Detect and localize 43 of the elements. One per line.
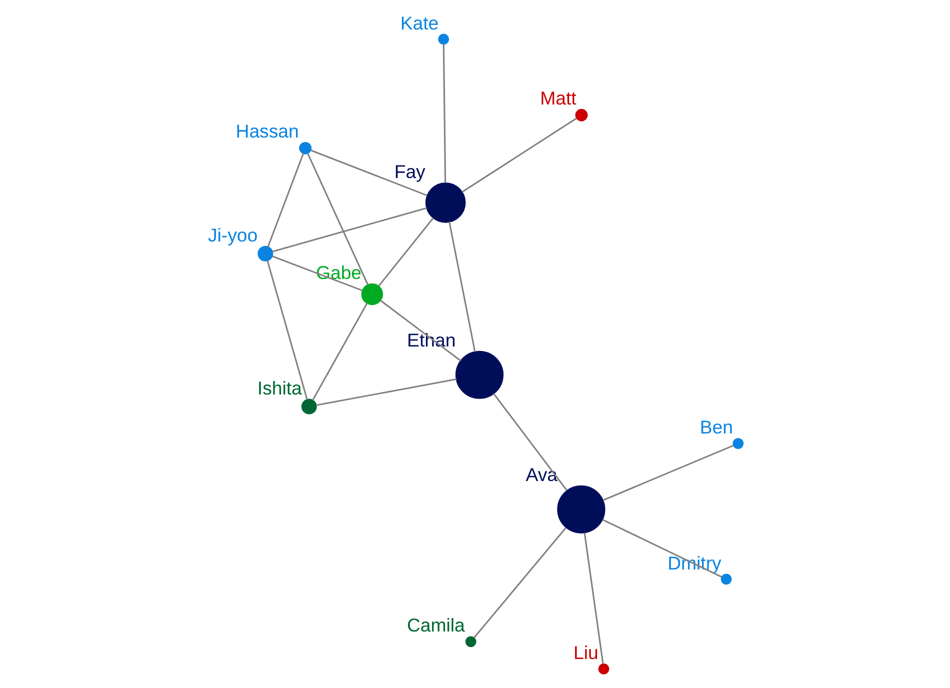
node-circle [465, 636, 476, 648]
connector [316, 378, 457, 406]
connector [602, 519, 722, 578]
node-circle [732, 438, 744, 449]
connector [266, 260, 308, 400]
node-label: Ava [526, 464, 558, 485]
node-label: Ji-yoo [208, 224, 258, 246]
node-label: Camila [406, 614, 465, 636]
node-label: Ben [700, 416, 733, 438]
node-circle [455, 350, 504, 399]
connector [310, 150, 428, 196]
connector [493, 393, 568, 491]
node-circle [557, 485, 606, 534]
node-circle [438, 34, 449, 45]
connector [473, 527, 566, 638]
node-label: Kate [400, 12, 439, 34]
node-label: Gabe [316, 262, 362, 283]
connector [380, 300, 462, 362]
node-label: Matt [540, 87, 576, 108]
node-circle [361, 283, 383, 306]
node-label: Ishita [257, 377, 302, 398]
node-circle [425, 182, 466, 223]
node-circle [301, 398, 317, 414]
node-label: Liu [573, 642, 598, 664]
connector [462, 118, 577, 193]
node-circle [598, 664, 610, 674]
node-circle [299, 142, 312, 154]
connector [307, 153, 369, 286]
connector [584, 532, 604, 664]
connector [602, 444, 734, 501]
node-circle [575, 108, 588, 122]
connector [312, 302, 368, 401]
connector [378, 218, 434, 286]
connector [442, 44, 446, 183]
node-label: Ethan [407, 329, 456, 350]
node-circle [720, 574, 732, 585]
connector [272, 207, 428, 252]
connector [272, 256, 363, 292]
connector [267, 152, 304, 248]
node-label: Fay [394, 160, 426, 182]
connector [448, 222, 476, 352]
node-circle [258, 246, 274, 262]
node-label: Hassan [236, 120, 299, 142]
